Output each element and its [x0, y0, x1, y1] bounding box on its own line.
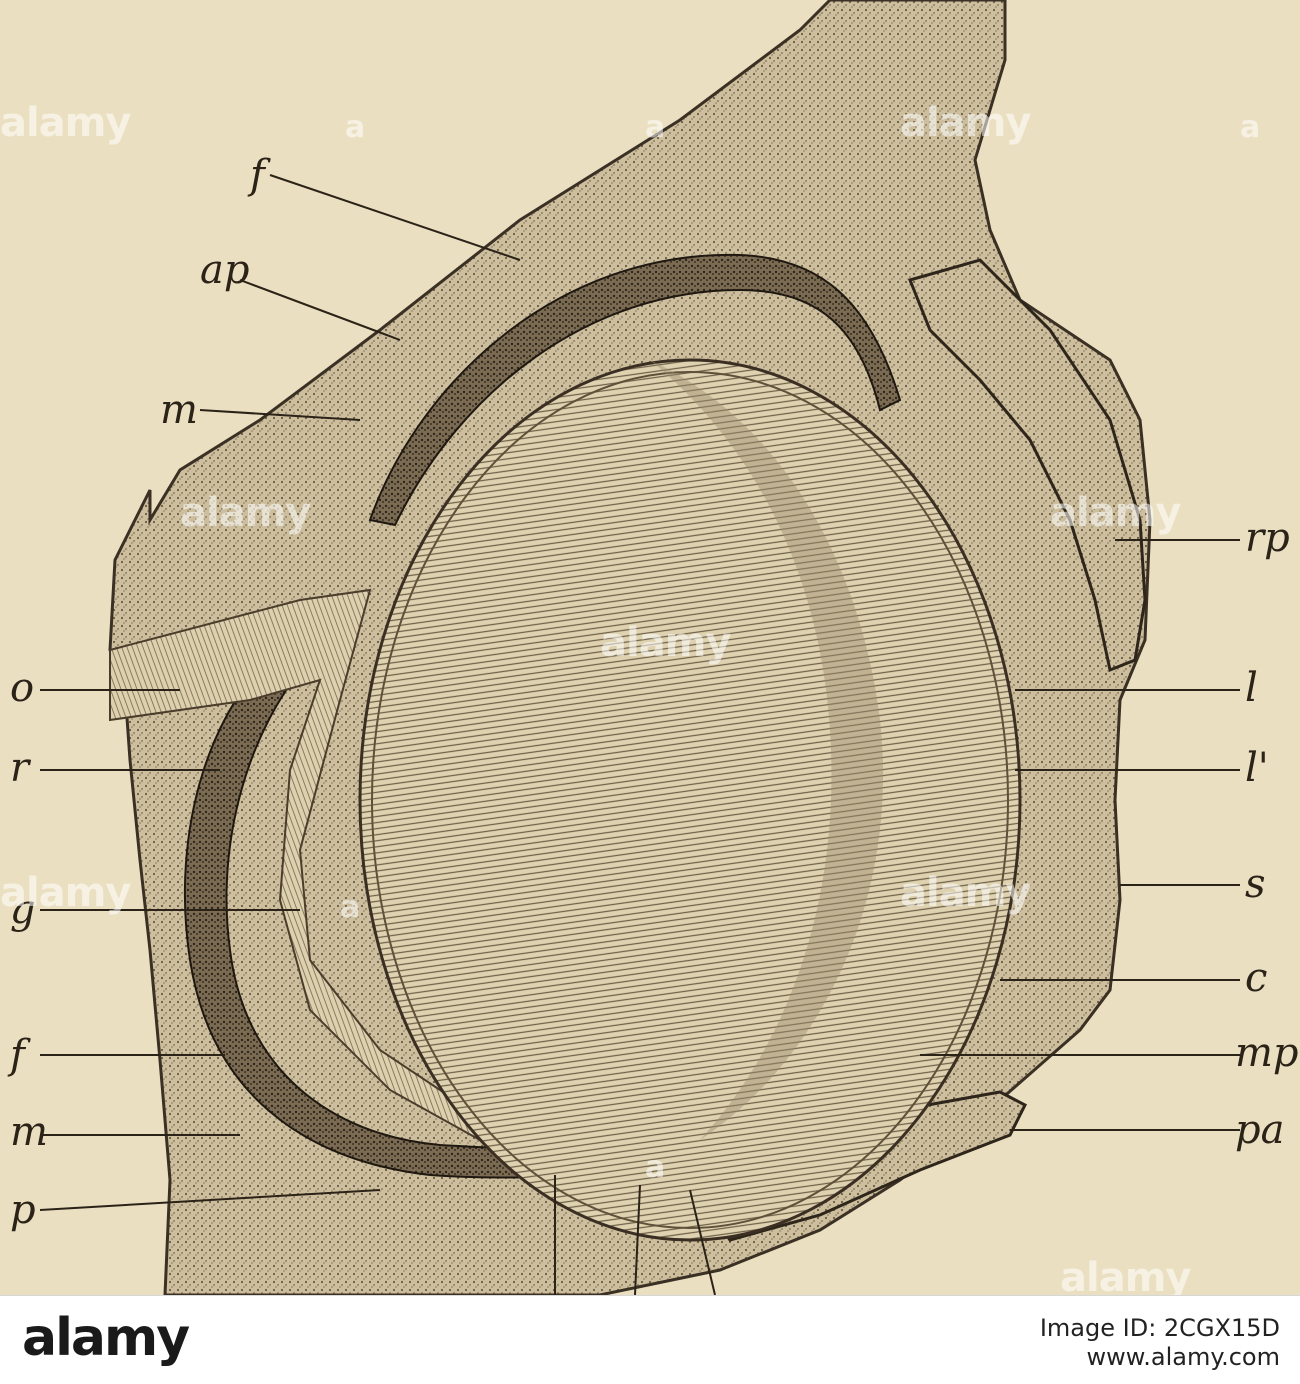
label-s: s [1245, 861, 1266, 907]
lens-shading [650, 360, 884, 1140]
label-l: l [1245, 665, 1258, 711]
label-f-top: f [250, 152, 265, 198]
watermark-a: a [645, 1150, 665, 1185]
label-pa: pa [1235, 1107, 1285, 1153]
leader-lines [39, 174, 1240, 1295]
label-ap: ap [200, 247, 250, 293]
label-rp: rp [1245, 515, 1290, 561]
retina-band [368, 253, 902, 527]
lens-rim [371, 371, 1009, 1229]
watermark-logo: alamy [1060, 1255, 1191, 1295]
footer-logo[interactable]: alamy [22, 1308, 190, 1368]
engraving-plate: f ap m o r g f m p rp l l' s c mp pa ala… [0, 0, 1300, 1295]
label-f-bottom: f [10, 1032, 25, 1078]
lens-body [358, 358, 1022, 1242]
upper-lid [907, 258, 1147, 673]
watermark-a: a [1240, 110, 1260, 145]
image-id: Image ID: 2CGX15D [1039, 1314, 1280, 1342]
label-r: r [10, 745, 30, 791]
watermark-logo: alamy [0, 100, 131, 146]
footer-image-info: Image ID: 2CGX15D www.alamy.com [1040, 1314, 1280, 1372]
eye-section-illustration [39, 0, 1240, 1295]
label-mp: mp [1235, 1030, 1299, 1076]
stock-footer: alamy Image ID: 2CGX15D www.alamy.com [0, 1295, 1300, 1384]
watermark-logo: alamy [900, 100, 1031, 146]
label-m-top: m [160, 387, 198, 433]
watermark-a: a [340, 890, 360, 925]
watermark-logo: alamy [900, 870, 1031, 916]
watermark-logo: alamy [1050, 490, 1181, 536]
site-url[interactable]: www.alamy.com [1086, 1342, 1280, 1371]
watermark-a: a [645, 110, 665, 145]
watermark-logo: alamy [180, 490, 311, 536]
watermark-a: a [345, 110, 365, 145]
label-c: c [1245, 955, 1268, 1001]
watermark-logo: alamy [600, 620, 731, 666]
label-m-bottom: m [10, 1109, 48, 1155]
label-l-prime: l' [1245, 745, 1269, 791]
watermark-logo: alamy [0, 870, 131, 916]
label-g: g [10, 887, 36, 933]
label-p: p [10, 1187, 36, 1233]
label-o: o [10, 665, 35, 711]
